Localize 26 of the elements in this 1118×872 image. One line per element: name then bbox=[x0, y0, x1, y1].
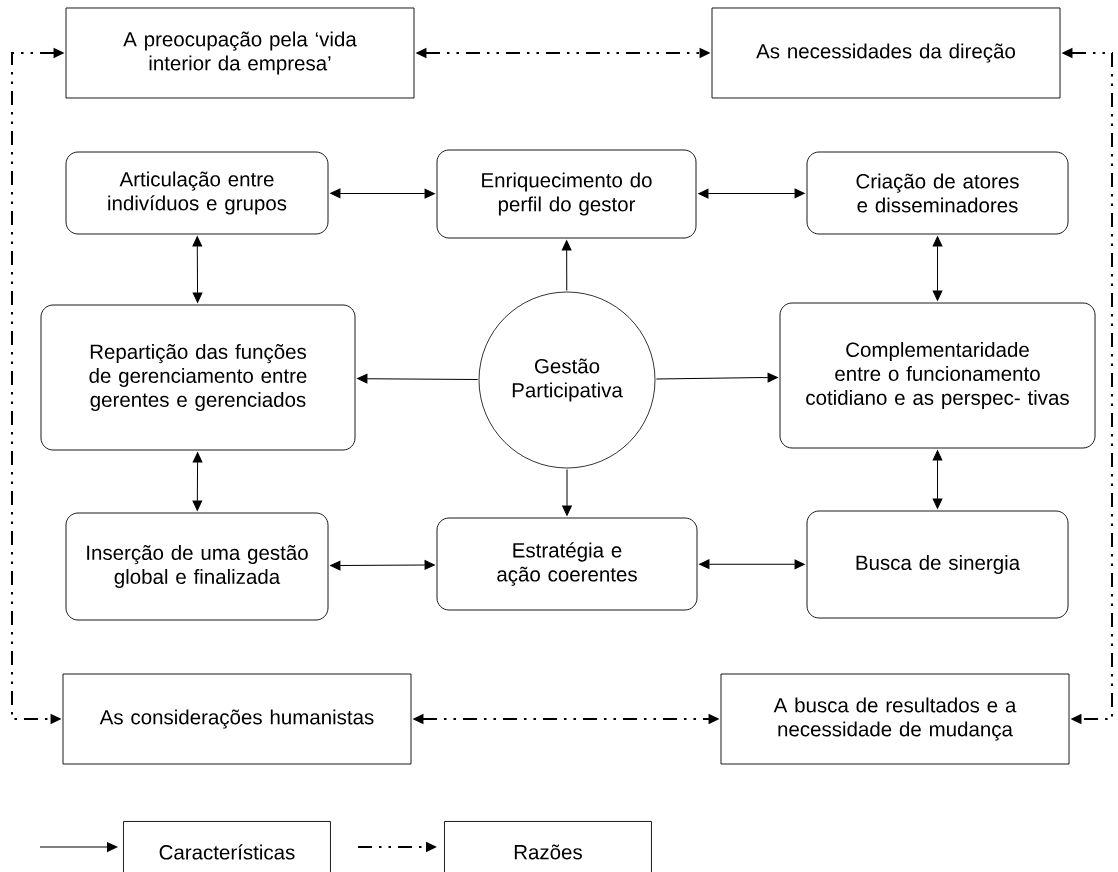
arrow bbox=[561, 240, 572, 292]
legend-label: Características bbox=[123, 821, 331, 872]
characteristic-box: Estratégia e ação coerentes bbox=[436, 517, 698, 611]
reason-box: As considerações humanistas bbox=[62, 673, 412, 765]
characteristic-box: Articulação entre indivíduos e grupos bbox=[65, 151, 329, 235]
characteristic-box: Complementaridade entre o funcionamento cotidiano e as perspec- tivas bbox=[779, 302, 1096, 449]
characteristic-box: Inserção de uma gestão global e finalizada bbox=[65, 512, 329, 621]
arrow bbox=[655, 372, 778, 383]
arrow bbox=[562, 468, 572, 516]
reason-box: As necessidades da direção bbox=[711, 7, 1061, 99]
arrow bbox=[699, 559, 805, 570]
arrow bbox=[932, 450, 943, 509]
characteristic-box: Criação de atores e disseminadores bbox=[806, 151, 1069, 235]
characteristic-box: Enriquecimento do perfil do gestor bbox=[436, 149, 697, 239]
arrow bbox=[357, 373, 479, 384]
characteristic-box: Repartição das funções de gerenciamento entre gerentes e gerenciados bbox=[40, 304, 356, 451]
reason-box: A busca de resultados e a necessidade de mudança bbox=[720, 673, 1070, 765]
arrow bbox=[698, 188, 805, 199]
arrow bbox=[192, 452, 203, 511]
reason-box: A preocupação pela ‘vida interior da empresa’ bbox=[65, 7, 415, 99]
legend-label: Razões bbox=[444, 821, 652, 872]
characteristic-box: Busca de sinergia bbox=[806, 510, 1069, 619]
arrow bbox=[932, 236, 943, 301]
arrow bbox=[192, 236, 203, 303]
arrow bbox=[330, 560, 435, 571]
arrow bbox=[330, 188, 435, 199]
